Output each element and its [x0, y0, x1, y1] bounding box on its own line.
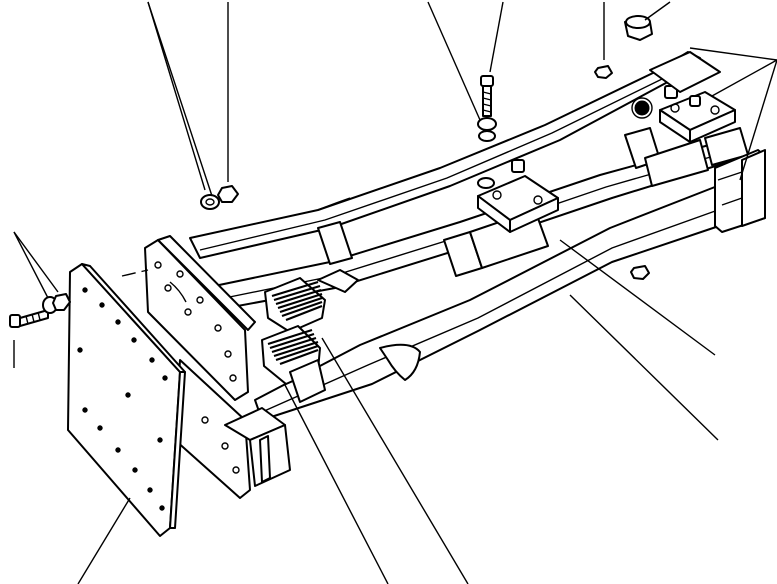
rail-top-pad: [631, 51, 721, 119]
rear-end-block: [714, 149, 766, 233]
nut-lower-right: [630, 265, 650, 280]
nut-left: [52, 293, 71, 311]
nut-top-right-small: [594, 65, 613, 79]
front-bracket-lower: [174, 359, 291, 499]
washer-top-left: [200, 194, 220, 210]
leader-bottom-a: [77, 497, 131, 584]
cross-member-rear: [624, 127, 749, 187]
spring-washer-top-mid: [477, 117, 497, 131]
leader-top-left-b: [147, 1, 213, 197]
bolt-top-mid: [480, 75, 494, 117]
mounting-plate: [67, 263, 186, 537]
washer-on-rail: [477, 177, 495, 189]
leader-bottom-c: [321, 337, 469, 584]
leader-top-mid-a: [427, 1, 481, 121]
front-bracket-upper: [144, 235, 256, 401]
callout-leaders: [13, 1, 777, 584]
nut-top-left: [217, 185, 239, 203]
front-mount-pad: [477, 159, 559, 233]
mounting-plate-holes: [77, 287, 168, 511]
leader-right-c: [739, 59, 777, 181]
leader-right-a: [689, 47, 777, 61]
leader-bottom-b: [284, 384, 389, 584]
leader-top-mid-b: [489, 1, 504, 73]
rubber-cushion-lower: [261, 325, 326, 403]
cap-nut-top-right: [624, 15, 653, 41]
leader-top-left-a: [147, 1, 206, 191]
rubber-cushion-upper: [264, 269, 359, 333]
leader-right-b: [711, 59, 777, 97]
leader-right-mid: [559, 239, 716, 356]
leader-dash-upper: [121, 269, 149, 277]
washer-top-mid: [478, 130, 496, 142]
cross-member-front: [317, 221, 353, 265]
leader-left-b: [13, 231, 59, 293]
leader-top-right-b: [644, 1, 671, 21]
leader-left-a: [13, 231, 49, 299]
bolt-left: [9, 309, 49, 328]
leader-right-low: [569, 294, 719, 441]
